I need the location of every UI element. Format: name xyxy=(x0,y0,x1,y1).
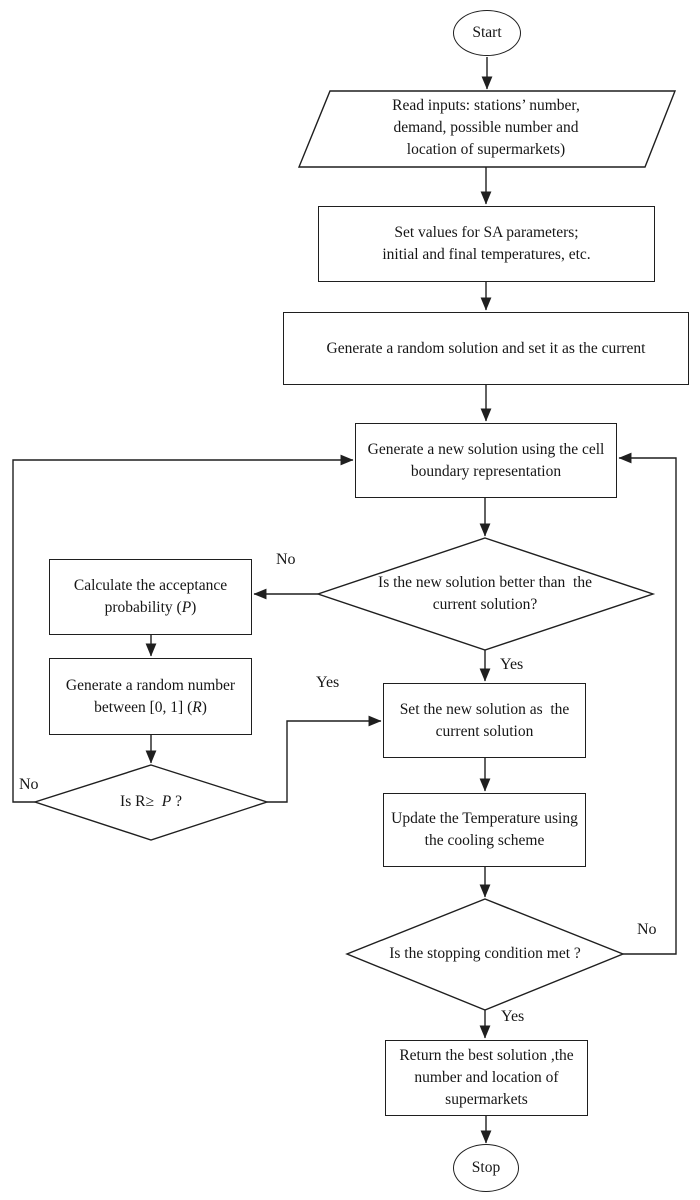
is-r-ge-p-node: Is R≥ P ? xyxy=(81,780,221,824)
update-temperature-line: Update the Temperature using xyxy=(391,810,578,827)
edge-label-is-better-yes: Yes xyxy=(500,656,524,673)
update-temperature-node: Update the Temperature using the cooling… xyxy=(383,793,586,867)
return-best-node: Return the best solution ,the number and… xyxy=(385,1040,588,1116)
is-r-ge-p-line: Is R≥ P ? xyxy=(120,793,182,810)
read-inputs-line: demand, possible number and xyxy=(393,119,579,136)
read-inputs-line: Read inputs: stations’ number, xyxy=(392,97,580,114)
calc-acceptance-line2: probability (P) xyxy=(104,599,197,616)
is-stopping-line: Is the stopping condition met ? xyxy=(389,945,581,962)
calc-acceptance-line1: Calculate the acceptance xyxy=(73,577,228,594)
generate-random-solution-line: Generate a random solution and set it as… xyxy=(326,339,646,357)
start-label: Start xyxy=(472,24,502,41)
arrow-stopping-no-loop xyxy=(618,452,677,955)
return-best-line: supermarkets xyxy=(445,1091,528,1108)
generate-random-number-line2: between [0, 1] (R) xyxy=(94,698,207,716)
return-best-line: number and location of xyxy=(414,1069,559,1086)
is-stopping-node: Is the stopping condition met ? xyxy=(355,930,615,978)
generate-new-solution-line: boundary representation xyxy=(410,462,562,480)
read-inputs-node: Read inputs: stations’ number, demand, p… xyxy=(320,95,652,161)
arrow-rgep-yes-to-set xyxy=(267,715,382,803)
calc-acceptance-node: Calculate the acceptance probability (P) xyxy=(49,559,252,635)
arrow-rgep-no-loop xyxy=(12,454,354,803)
generate-new-solution-line: Generate a new solution using the cell xyxy=(367,440,605,458)
italic-r: R xyxy=(192,698,202,716)
italic-p: P xyxy=(161,793,172,810)
set-sa-params-node: Set values for SA parameters; initial an… xyxy=(318,206,655,282)
set-new-solution-line: Set the new solution as the xyxy=(399,700,570,718)
start-node: Start xyxy=(453,10,521,56)
read-inputs-parallelogram xyxy=(297,90,677,168)
read-inputs-line: location of supermarkets) xyxy=(406,141,566,158)
edge-label-rgep-yes: Yes xyxy=(316,674,340,691)
edge-label-rgep-no: No xyxy=(19,776,39,793)
update-temperature-line: the cooling scheme xyxy=(424,832,545,849)
set-sa-params-line: Set values for SA parameters; xyxy=(394,224,579,241)
r-ge-p-diamond xyxy=(32,764,270,841)
is-better-node: Is the new solution better than the curr… xyxy=(350,558,620,630)
stop-label: Stop xyxy=(471,1159,501,1176)
stop-node: Stop xyxy=(453,1144,519,1192)
edge-label-stopping-no: No xyxy=(637,921,657,938)
is-better-line: Is the new solution better than the xyxy=(378,574,592,591)
generate-random-solution-node: Generate a random solution and set it as… xyxy=(283,312,689,385)
return-best-line: Return the best solution ,the xyxy=(399,1047,574,1064)
italic-p: P xyxy=(181,599,192,616)
set-sa-params-line: initial and final temperatures, etc. xyxy=(382,246,591,263)
generate-random-number-node: Generate a random number between [0, 1] … xyxy=(49,658,252,735)
edge-label-stopping-yes: Yes xyxy=(501,1008,525,1025)
generate-random-number-line1: Generate a random number xyxy=(65,676,236,694)
set-new-solution-line: current solution xyxy=(435,722,534,740)
generate-new-solution-node: Generate a new solution using the cell b… xyxy=(355,423,617,498)
edge-label-is-better-no: No xyxy=(276,551,296,568)
set-new-solution-node: Set the new solution as the current solu… xyxy=(383,683,586,758)
is-better-line: current solution? xyxy=(432,596,538,613)
